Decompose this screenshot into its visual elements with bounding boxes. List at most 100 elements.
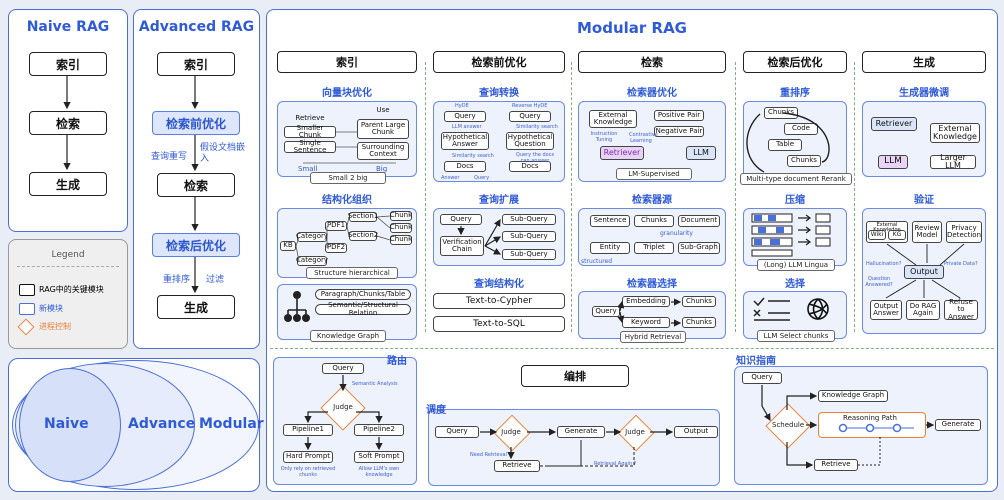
kg-item-2: Semantic/Structural Relation [315, 301, 411, 316]
sc-retrieve: Retrieve [494, 460, 540, 472]
gf-larger-llm: Larger LLM [930, 153, 976, 170]
adv-step-postopt: 检索后优化 [152, 233, 240, 257]
circle-naive [19, 368, 121, 482]
vf-ext-knowledge-label: External Knowledge [873, 222, 901, 234]
rr-chunks2: Chunks [787, 155, 821, 167]
rsel-query: Query [592, 306, 620, 317]
rt-hard: Hard Prompt [283, 451, 333, 463]
row-separator [270, 348, 994, 349]
h-pdf2: PDF2 [325, 243, 347, 253]
rt-semantic: Semantic Analysis [352, 381, 398, 387]
kgd-kg: Knowledge Graph [818, 390, 888, 402]
vf-halluc: Hallucination? [866, 261, 902, 267]
kg-tree-icon [283, 290, 311, 324]
kg-caption: Knowledge Graph [310, 330, 386, 342]
hyde-query: Query [444, 111, 486, 122]
adv-pre-note-2: 假设文档嵌入 [200, 143, 246, 164]
adv-post-note-2: 过滤 [206, 275, 225, 285]
legend-key-module-label: RAG中的关键模块 [39, 285, 104, 294]
modular-rag-title: Modular RAG [576, 19, 687, 37]
sc-query: Query [435, 426, 479, 438]
adv-step-preopt: 检索前优化 [152, 111, 240, 135]
rs-sentence: Sentence [590, 215, 630, 227]
hyde-sim-search: Similarity search [452, 153, 494, 159]
hyde-llm-answer: LLM answer [452, 124, 482, 130]
rt-query: Query [322, 363, 364, 374]
hyde-answer-label: Answer [441, 175, 460, 181]
vf-private: Private Data? [944, 261, 978, 267]
gf-retriever: Retriever [871, 117, 917, 131]
text-to-cypher: Text-to-Cypher [433, 293, 565, 309]
hyde-hyp-answer: Hypothetical Answer [441, 132, 489, 150]
sec-struct-org: 结构化组织 [322, 195, 372, 206]
sec-query-expand: 查询扩展 [479, 195, 519, 206]
advanced-rag-panel: Advanced RAG 索引 检索前优化 查询重写 假设文档嵌入 检索 检索后… [133, 9, 260, 349]
legend-title: Legend [51, 250, 85, 260]
h-caption: Structure hierarchical [306, 267, 398, 279]
s2b-use: Use [376, 106, 390, 115]
sec-rerank: 重排序 [780, 88, 810, 99]
rs-structured: structured [581, 258, 613, 265]
adv-step-retrieve: 检索 [157, 173, 235, 197]
sec-query-trans: 查询转换 [479, 88, 519, 99]
ro-neg-pair: Negative Pair [654, 126, 704, 137]
s2b-parent-chunk: Parent Large Chunk [357, 119, 409, 139]
exp-query: Query [440, 214, 482, 225]
rs-granularity: granularity [660, 230, 693, 237]
sc-judge: Judge [501, 428, 521, 436]
s2b-small: Small [298, 165, 318, 173]
rhyde-sim-search: Similarity search [516, 124, 558, 130]
sec-retriever-sel: 检索器选择 [627, 279, 677, 290]
select-checklist-icon [752, 296, 792, 324]
sec-gen-ft: 生成器微调 [899, 88, 949, 99]
hyde-query-label: Query [474, 175, 490, 181]
rsel-caption: Hybrid Retrieval [620, 331, 686, 343]
ro-instr: Instruction Tuning [590, 131, 618, 143]
compress-bars-icon [750, 212, 842, 258]
rr-table: Table [768, 139, 802, 151]
adv-pre-note-1: 查询重写 [151, 152, 188, 162]
s2b-small-chunk: Smaller Chunk [284, 124, 336, 139]
sec-compress: 压缩 [785, 195, 805, 206]
sc-need: Need Retrieval ? [470, 452, 512, 458]
rt-soft-note: Allow LLM's own knowledge [358, 466, 400, 478]
legend-control-label: 进程控制 [39, 322, 71, 331]
rt-judge: Judge [333, 403, 353, 411]
legend-new-module-label: 新模块 [39, 304, 63, 313]
naive-step-retrieve: 检索 [29, 111, 107, 135]
gf-ext: External Knowledge [930, 123, 980, 143]
mod-header-index: 索引 [277, 51, 417, 73]
rs-triplet: Triplet [634, 242, 674, 254]
sec-verify: 验证 [914, 195, 934, 206]
compress-caption: (Long) LLM Lingua [757, 259, 835, 271]
rs-entity: Entity [590, 242, 630, 254]
rs-document: Document [678, 215, 720, 227]
legend-divider [17, 266, 119, 267]
advanced-rag-title: Advanced RAG [138, 19, 255, 35]
rhyde-query: Query [509, 111, 551, 122]
vf-review: Review Model [912, 221, 942, 243]
kgd-generate: Generate [935, 419, 981, 431]
legend-key-module-swatch [19, 284, 35, 296]
s2b-surrounding: Surrounding Context [357, 142, 409, 160]
sec-knowledge-guide: 知识指南 [736, 356, 776, 367]
ro-retriever: Retriever [600, 146, 644, 160]
kgd-query: Query [742, 372, 782, 384]
naive-step-generate: 生成 [29, 172, 107, 196]
rhyde-docs: Docs [509, 161, 551, 172]
s2b-big: Big [376, 165, 388, 173]
vf-kg: KG [888, 230, 906, 240]
adv-step-generate: 生成 [157, 295, 235, 319]
circle-modular-label: Modular [199, 416, 264, 432]
rs-subgraph: Sub-Graph [678, 242, 720, 254]
h-category-1: Category [296, 232, 328, 242]
h-kb: KB [280, 241, 296, 251]
small2big-box [277, 101, 417, 177]
col-separator [854, 62, 855, 332]
naive-step-index: 索引 [29, 52, 107, 76]
col-separator [425, 62, 426, 332]
mod-header-preopt: 检索前优化 [433, 51, 565, 73]
sched-box [428, 409, 720, 486]
llm-knot-icon [805, 296, 831, 322]
